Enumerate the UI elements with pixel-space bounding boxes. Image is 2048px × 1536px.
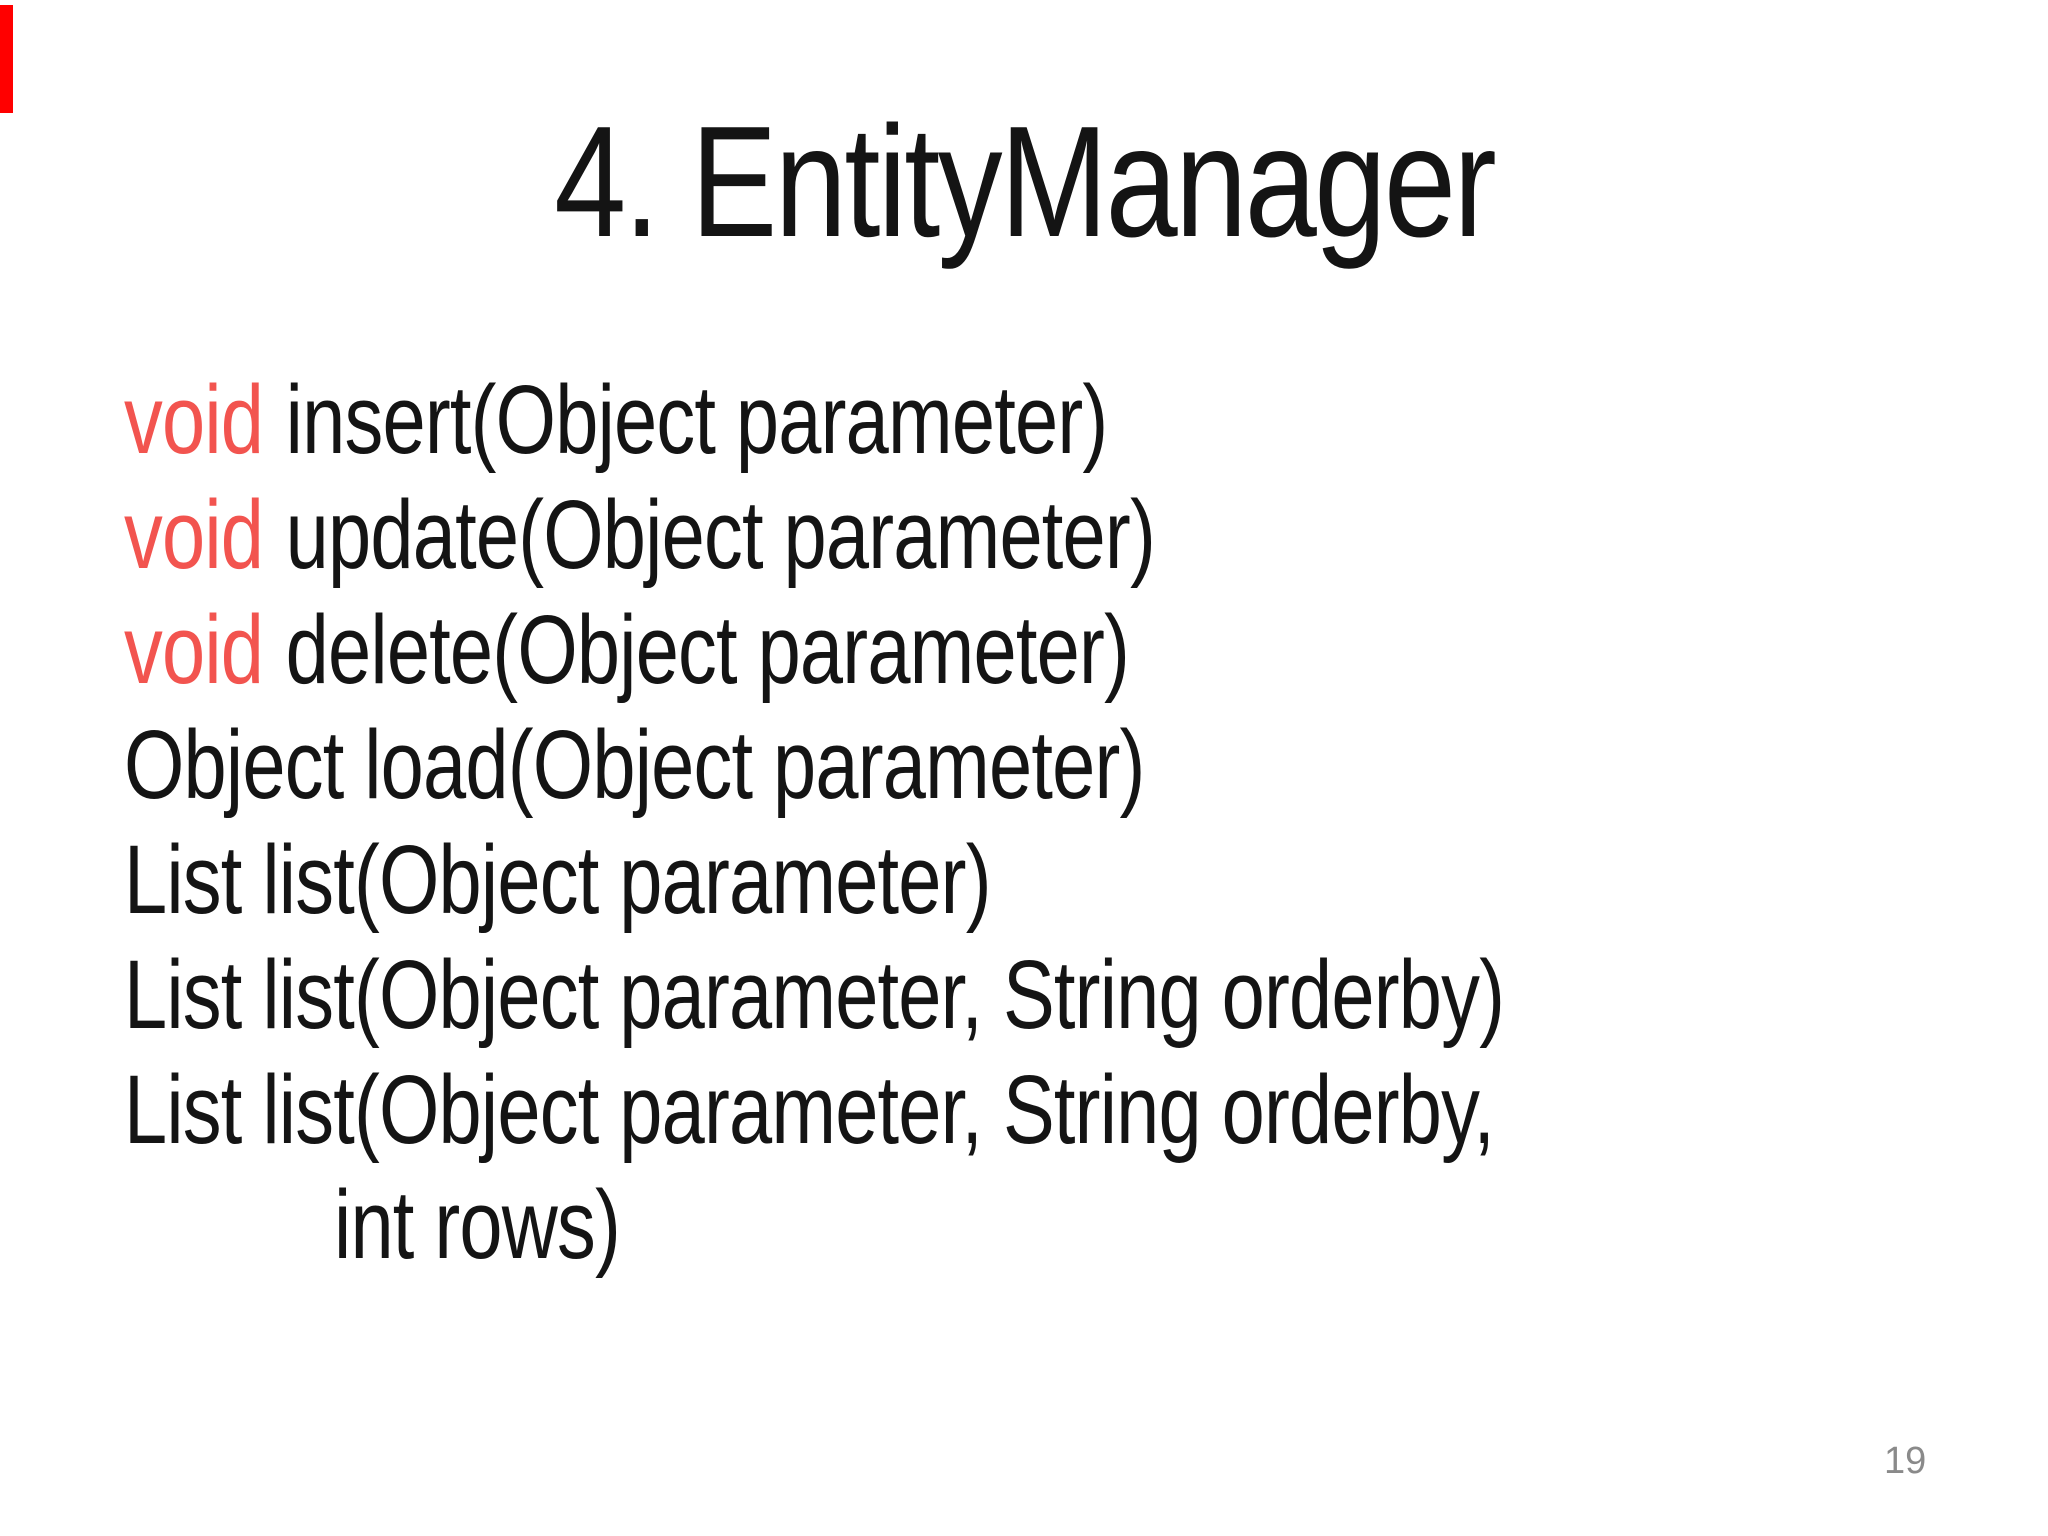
code-text: insert(Object parameter)	[285, 365, 1109, 474]
code-text: update(Object parameter)	[285, 480, 1156, 589]
code-text: delete(Object parameter)	[285, 595, 1130, 704]
code-line: Object load(Object parameter)	[124, 707, 1504, 822]
keyword-void: void	[124, 595, 264, 704]
slide-title: 4. EntityManager	[553, 94, 1497, 270]
code-line: List list(Object parameter)	[124, 822, 1504, 937]
code-text: List list(Object parameter, String order…	[124, 940, 1505, 1049]
accent-bar	[0, 5, 13, 113]
code-text: int rows)	[334, 1170, 621, 1279]
code-text: List list(Object parameter, String order…	[124, 1055, 1495, 1164]
keyword-void: void	[124, 365, 264, 474]
title-row: 4. EntityManager	[0, 92, 2048, 274]
code-text: Object load(Object parameter)	[124, 710, 1145, 819]
page-number: 19	[1884, 1440, 1927, 1482]
code-text: List list(Object parameter)	[124, 825, 992, 934]
keyword-void: void	[124, 480, 264, 589]
code-line: int rows)	[334, 1167, 1546, 1282]
code-line: List list(Object parameter, String order…	[124, 937, 1505, 1052]
code-line: List list(Object parameter, String order…	[124, 1052, 1504, 1167]
